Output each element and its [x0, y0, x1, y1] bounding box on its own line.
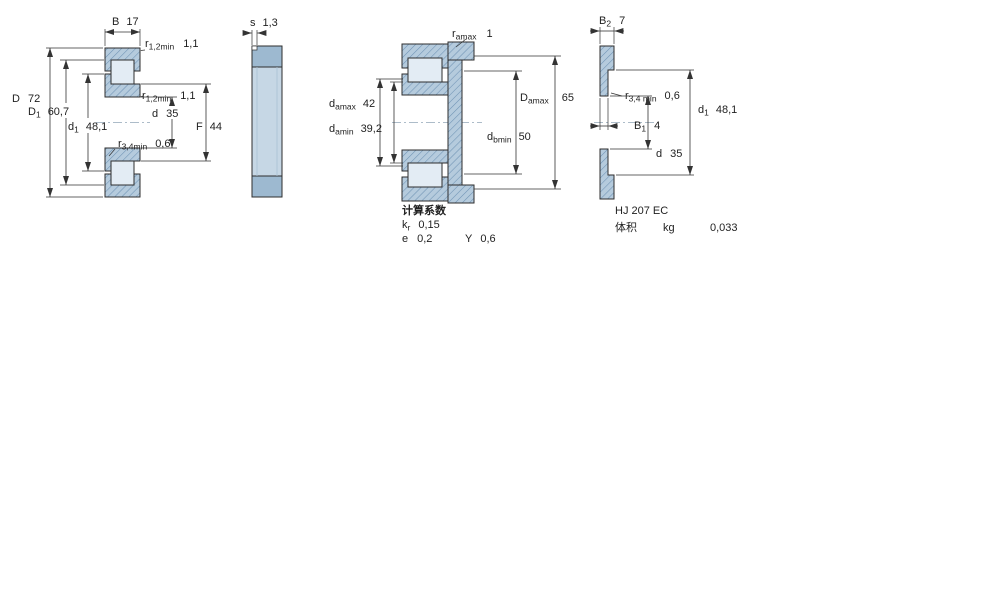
side-bottom-band: [251, 175, 283, 198]
roller-bottom: [407, 160, 443, 188]
housing-shoulder-top: [447, 41, 475, 61]
angle-ring-bottom-section: [599, 148, 615, 200]
side-top-band: [251, 45, 283, 68]
inner-ring-top-section: [104, 73, 141, 98]
abutment-ring: [447, 59, 463, 186]
angle-ring-designation: HJ 207 EC: [615, 205, 668, 217]
side-face-recess: [251, 45, 258, 51]
leader-line: [140, 95, 144, 98]
leader-line: [610, 92, 623, 97]
calc-title: 计算系数: [402, 203, 447, 217]
mass-label: 体积: [615, 220, 637, 234]
angle-ring-top-section: [599, 45, 615, 97]
mass-value: 0,033: [710, 222, 738, 234]
mass-unit: kg: [663, 222, 675, 234]
leader-line: [455, 38, 467, 48]
housing-shoulder-bottom: [447, 184, 475, 204]
leader-line: [108, 148, 116, 157]
side-body: [251, 45, 283, 198]
leader-line: [140, 49, 146, 51]
roller-top: [407, 57, 443, 85]
inner-ring-bottom-section: [401, 149, 449, 172]
angle-ring-info-block: HJ 207 EC 体积 kg 0,033: [615, 205, 738, 234]
inner-ring-bottom-section: [104, 147, 141, 172]
roller-bottom: [110, 160, 135, 186]
roller-top: [110, 59, 135, 85]
